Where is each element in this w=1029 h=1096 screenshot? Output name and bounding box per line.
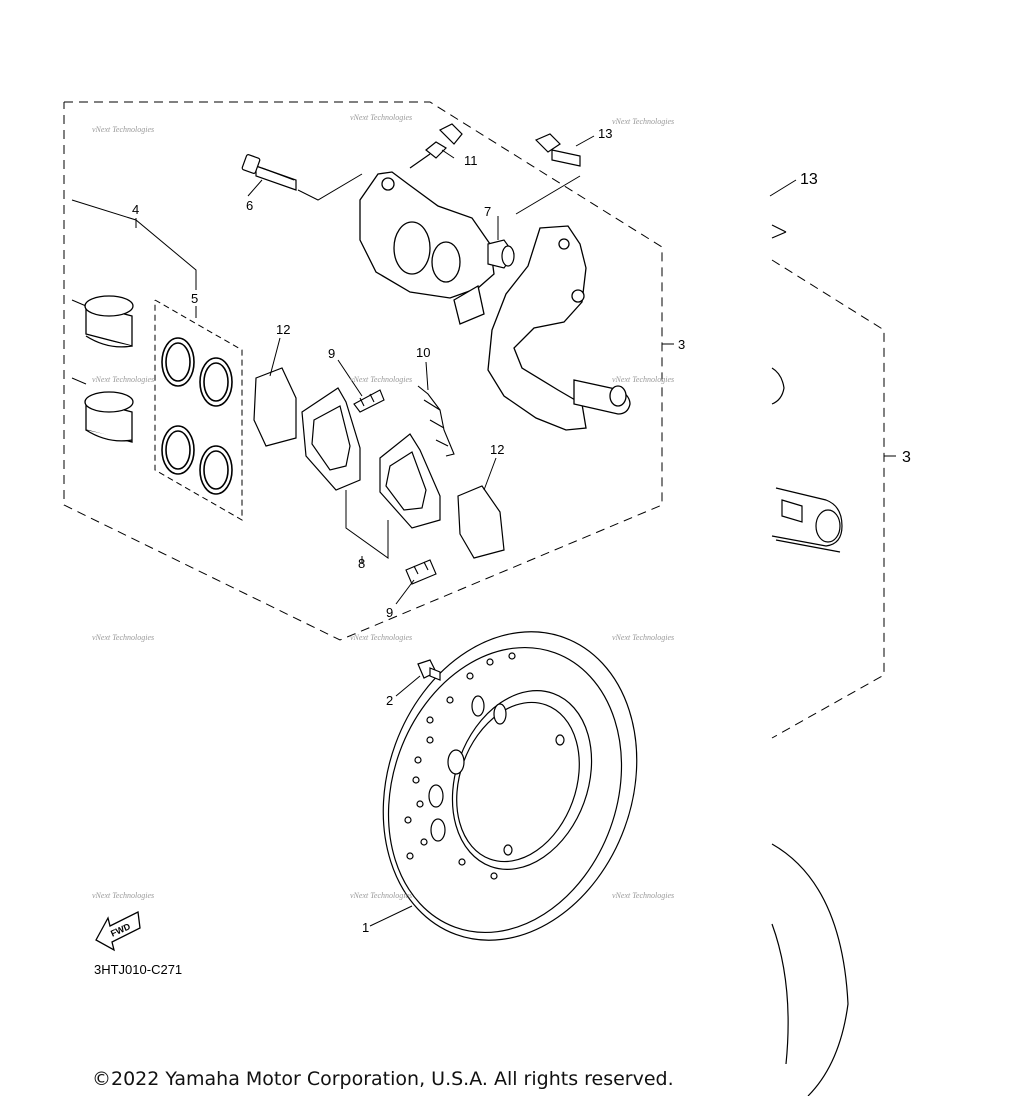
fwd-arrow-icon: FWD [95,911,141,952]
part-label-7: 7 [484,204,491,219]
part-label-4: 4 [132,202,139,217]
part-label-5: 5 [191,291,198,306]
part-label-11: 11 [464,153,478,168]
copyright-notice: ©2022 Yamaha Motor Corporation, U.S.A. A… [92,1068,674,1090]
secondary-assembly-fragments [771,224,849,1096]
svg-text:vNext Technologies: vNext Technologies [350,633,412,642]
svg-text:vNext Technologies: vNext Technologies [92,125,154,134]
svg-text:vNext Technologies: vNext Technologies [612,117,674,126]
part-number-labels: 1 2 3 4 5 6 7 8 9 9 10 11 12 12 13 [132,126,685,935]
brake-pad-right [379,433,441,529]
part-label-3: 3 [678,337,685,352]
caliper-body [359,171,495,325]
part-label-6: 6 [246,198,253,213]
secondary-assembly-boundary [771,259,885,739]
pin-boot [487,239,515,269]
watermarks: vNext Technologies vNext Technologies vN… [92,113,674,900]
svg-text:vNext Technologies: vNext Technologies [612,375,674,384]
bracket-bolt [534,133,581,167]
part-label-9-lower: 9 [386,605,393,620]
brake-pad-left [301,387,361,491]
piston-upper [84,295,134,348]
svg-text:vNext Technologies: vNext Technologies [350,113,412,122]
label-leaders [247,135,595,927]
svg-text:vNext Technologies: vNext Technologies [92,891,154,900]
secondary-part-label-3: 3 [902,449,911,466]
svg-text:vNext Technologies: vNext Technologies [350,375,412,384]
pad-retainer [417,385,455,457]
svg-text:vNext Technologies: vNext Technologies [92,633,154,642]
secondary-label-13-leader [769,179,797,197]
bleed-screw [409,123,463,169]
brake-disc-rotor [382,631,638,941]
part-label-8: 8 [358,556,365,571]
pad-shim-left [253,367,297,447]
pad-spring-upper [353,389,385,413]
part-label-9-upper: 9 [328,346,335,361]
svg-text:vNext Technologies: vNext Technologies [612,633,674,642]
label-group-brackets [71,199,197,385]
part-label-1: 1 [362,920,369,935]
pin-bolt [241,154,297,191]
caliper-bracket [487,225,631,431]
drawing-code: 3HTJ010-C271 [94,962,182,977]
piston-seals [161,337,233,495]
svg-text:vNext Technologies: vNext Technologies [92,375,154,384]
part-label-10: 10 [416,345,430,360]
part-label-2: 2 [386,693,393,708]
pad-shim-right [457,485,505,559]
bracket-bolt-leader [515,175,581,215]
piston-lower [84,391,134,443]
part-label-13: 13 [598,126,612,141]
disc-bolt [417,659,441,681]
svg-text:vNext Technologies: vNext Technologies [612,891,674,900]
pad-bracket [345,490,389,559]
seal-group-box [154,299,243,521]
pin-bolt-leader [297,173,363,201]
part-label-12-right: 12 [490,442,504,457]
caliper-assembly-boundary [63,101,663,641]
pad-spring-lower [405,559,437,585]
svg-text:vNext Technologies: vNext Technologies [350,891,412,900]
part-label-12-left: 12 [276,322,290,337]
secondary-part-label-13: 13 [800,171,818,188]
